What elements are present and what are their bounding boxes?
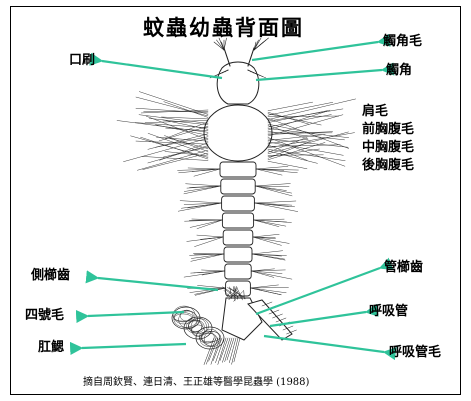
- label-siphon: 呼吸管: [369, 304, 408, 320]
- label-mouth-brush: 口刷: [69, 53, 95, 69]
- label-antenna: 觸角: [386, 63, 412, 79]
- larva-abdomen: [178, 162, 299, 296]
- label-siphon-setae: 呼吸管毛: [389, 345, 441, 361]
- arrow-pecten: [256, 268, 380, 314]
- source-credit: 摘自周欽賢、連日清、王正雄等醫學昆蟲學 (1988): [83, 373, 309, 388]
- arrow-anal-gills: [82, 344, 186, 348]
- arrow-antennal-setae: [252, 42, 378, 60]
- label-pecten: 管櫛齒: [384, 260, 423, 276]
- label-anal-gills: 肛鰓: [38, 340, 64, 356]
- larva-head: [210, 38, 269, 104]
- arrow-siphon: [270, 312, 366, 326]
- label-shoulder-setae: 肩毛: [362, 103, 414, 121]
- arrow-comb-scales: [98, 278, 218, 290]
- label-antennal-setae: 觸角毛: [383, 34, 422, 50]
- arrow-seta-four: [88, 312, 184, 316]
- larva-body: [117, 38, 356, 365]
- label-prothoracic-setae: 前胸腹毛: [362, 121, 414, 139]
- label-seta-four: 四號毛: [25, 308, 64, 324]
- label-comb-scales: 側櫛齒: [31, 268, 70, 284]
- label-mesothoracic-setae: 中胸腹毛: [362, 139, 414, 157]
- label-metathoracic-setae: 後胸腹毛: [362, 157, 414, 175]
- setae-label-list: 肩毛 前胸腹毛 中胸腹毛 後胸腹毛: [362, 103, 414, 175]
- arrow-antenna: [256, 70, 382, 80]
- arrow-siphon-setae: [264, 336, 384, 352]
- diagram-title: 蚊蟲幼蟲背面圖: [143, 12, 304, 42]
- arrow-mouth-brush: [102, 61, 222, 78]
